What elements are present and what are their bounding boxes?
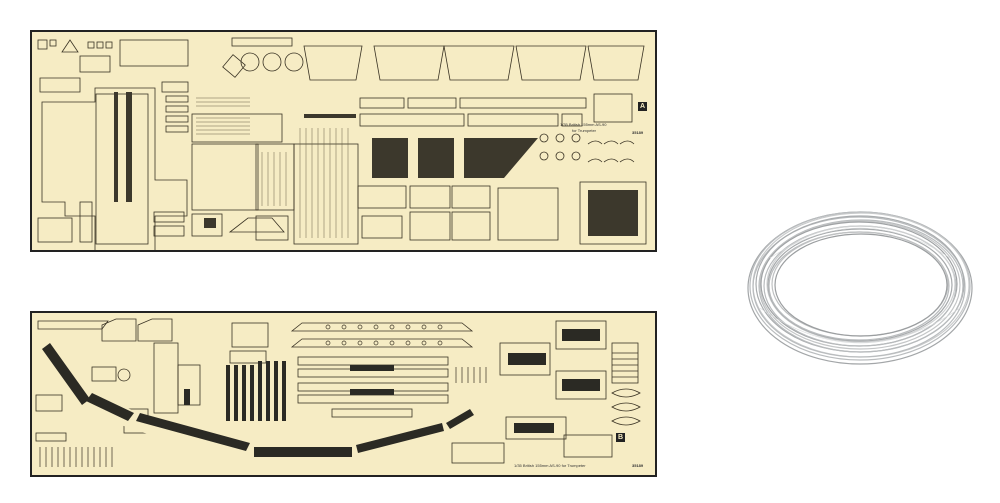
sheet-b-letter: B	[616, 433, 625, 442]
photo-etch-sheet-a: A 35189 1/35 British 155mm AS-90 for Tru…	[30, 30, 657, 252]
sheet-a-letter: A	[638, 102, 647, 111]
wire-coil-image	[747, 211, 973, 365]
sheet-a-logo-number: 35189	[632, 130, 644, 135]
sheet-b-parts	[35, 318, 641, 467]
sheet-a-caption-line2: for Trumpeter	[572, 128, 597, 133]
sheet-a-parts	[37, 37, 647, 250]
sheet-b-caption: 1/35 British 155mm AS-90 for Trumpeter	[514, 463, 586, 468]
sheet-b-logo-number: 35189	[632, 463, 644, 468]
photo-etch-sheet-b: B 35189 1/35 British 155mm AS-90 for Tru…	[30, 311, 657, 477]
sheet-a-caption-line1: 1/35 British 155mm AS-90	[560, 122, 607, 127]
